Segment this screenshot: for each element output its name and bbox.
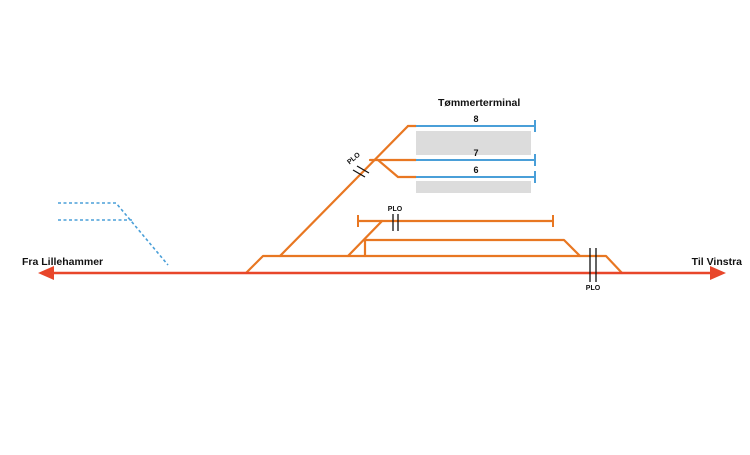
- disused-track-upper: [58, 202, 169, 266]
- terminal-platform-upper: [416, 131, 531, 155]
- terminal-platform-lower: [416, 181, 531, 193]
- label-fra-lillehammer: Fra Lillehammer: [22, 256, 103, 268]
- label-plo-right: PLO: [586, 285, 601, 292]
- arrow-west-icon: [38, 266, 54, 280]
- plo-upper-bar-b: [356, 165, 370, 174]
- siding-branch-middle: [346, 219, 384, 258]
- main-line: [38, 266, 726, 280]
- label-track-8: 8: [473, 114, 478, 124]
- siding-branch-upper: [278, 124, 410, 258]
- plo-upper-bar-a: [352, 169, 366, 178]
- plo-marker-upper: [352, 165, 370, 178]
- siding-stub-buffers: [357, 215, 554, 227]
- label-til-vinstra: Til Vinstra: [692, 256, 743, 268]
- label-plo-middle: PLO: [388, 206, 403, 213]
- station-sidings: [244, 124, 624, 275]
- label-track-6: 6: [473, 165, 478, 175]
- siding-short: [363, 238, 582, 258]
- siding-to-track-6: [376, 158, 418, 179]
- label-tommerterminal: Tømmerterminal: [438, 97, 520, 109]
- label-plo-upper: PLO: [346, 151, 362, 166]
- disused-tracks: [58, 202, 169, 266]
- siding-loop-outer: [244, 254, 624, 275]
- plo-marker-middle: [392, 214, 399, 231]
- arrow-east-icon: [710, 266, 726, 280]
- label-track-7: 7: [473, 148, 478, 158]
- plo-marker-right: [589, 248, 597, 282]
- terminal-tracks: [416, 120, 536, 183]
